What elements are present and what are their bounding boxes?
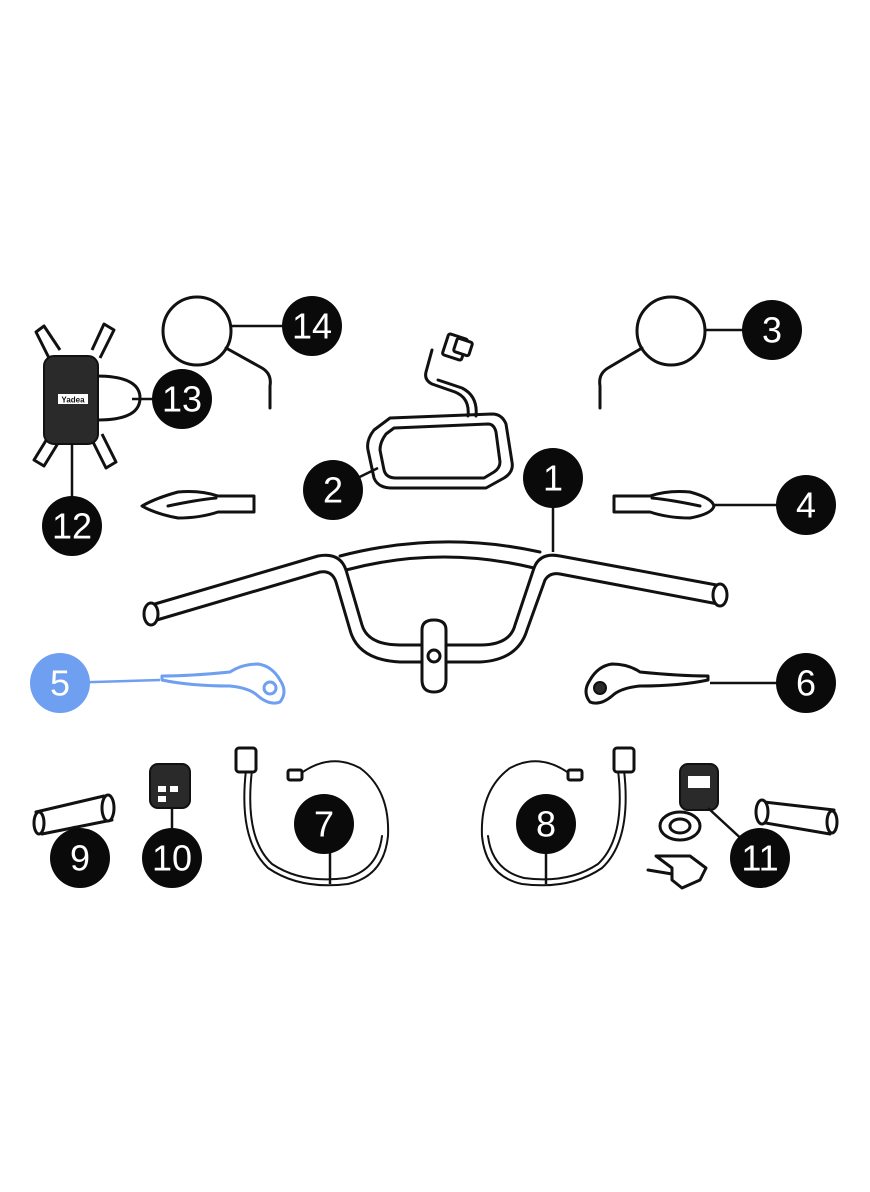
badge-13[interactable]: 13 (152, 369, 212, 429)
badge-label: 9 (70, 838, 90, 879)
part-phone-holder: Yadea (32, 322, 142, 470)
part-left-brake-lever (160, 662, 286, 705)
badge-14[interactable]: 14 (282, 296, 342, 356)
part-left-turn-signal (140, 490, 256, 520)
part-right-grip (754, 798, 839, 836)
badge-9[interactable]: 9 (50, 828, 110, 888)
badge-label: 6 (796, 663, 816, 704)
part-right-switch-and-ignition (646, 763, 719, 890)
part-right-brake-lever (584, 662, 710, 705)
badge-label: 1 (543, 458, 563, 499)
badge-label: 7 (314, 804, 334, 845)
badge-label: 2 (323, 470, 343, 511)
phone-holder-logo: Yadea (61, 396, 85, 405)
part-display (366, 332, 514, 490)
badge-label: 12 (52, 506, 92, 547)
badge-1[interactable]: 1 (523, 448, 583, 508)
badge-6[interactable]: 6 (776, 653, 836, 713)
badge-2[interactable]: 2 (303, 460, 363, 520)
badge-label: 13 (162, 379, 202, 420)
part-right-mirror (598, 295, 707, 410)
badge-label: 11 (741, 838, 778, 879)
badge-4[interactable]: 4 (776, 475, 836, 535)
badge-label: 4 (796, 485, 816, 526)
badge-10[interactable]: 10 (142, 828, 202, 888)
part-left-mirror (161, 295, 272, 410)
badge-label: 3 (762, 310, 782, 351)
badge-label: 5 (50, 663, 70, 704)
part-left-grip (32, 793, 116, 836)
badge-12[interactable]: 12 (42, 496, 102, 556)
part-right-turn-signal (612, 490, 716, 520)
part-left-switch (149, 763, 191, 809)
badge-5[interactable]: 5 (30, 653, 90, 713)
part-handlebar (142, 540, 729, 694)
badge-8[interactable]: 8 (516, 794, 576, 854)
badge-11[interactable]: 11 (730, 828, 790, 888)
part-left-cable (234, 746, 390, 887)
badge-label: 14 (292, 306, 332, 347)
badge-7[interactable]: 7 (294, 794, 354, 854)
badge-label: 8 (536, 804, 556, 845)
part-right-cable (480, 746, 636, 887)
badge-3[interactable]: 3 (742, 300, 802, 360)
badge-label: 10 (152, 838, 192, 879)
